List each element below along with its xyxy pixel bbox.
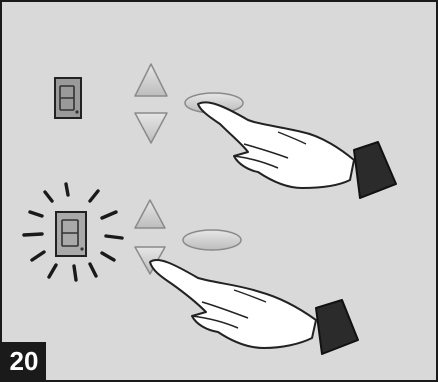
figure-number: 20 <box>10 346 39 377</box>
figure-number-badge: 20 <box>2 342 46 380</box>
bottom-oval-button-icon[interactable] <box>183 230 241 250</box>
top-pointing-hand-icon <box>198 102 396 198</box>
bottom-pointing-hand-icon <box>150 260 358 354</box>
top-up-arrow-button-icon[interactable] <box>135 64 167 96</box>
top-down-arrow-button-icon[interactable] <box>135 113 167 143</box>
bottom-up-arrow-button-icon[interactable] <box>135 200 165 228</box>
top-display-icon <box>55 78 81 118</box>
bottom-display-icon <box>56 212 86 256</box>
